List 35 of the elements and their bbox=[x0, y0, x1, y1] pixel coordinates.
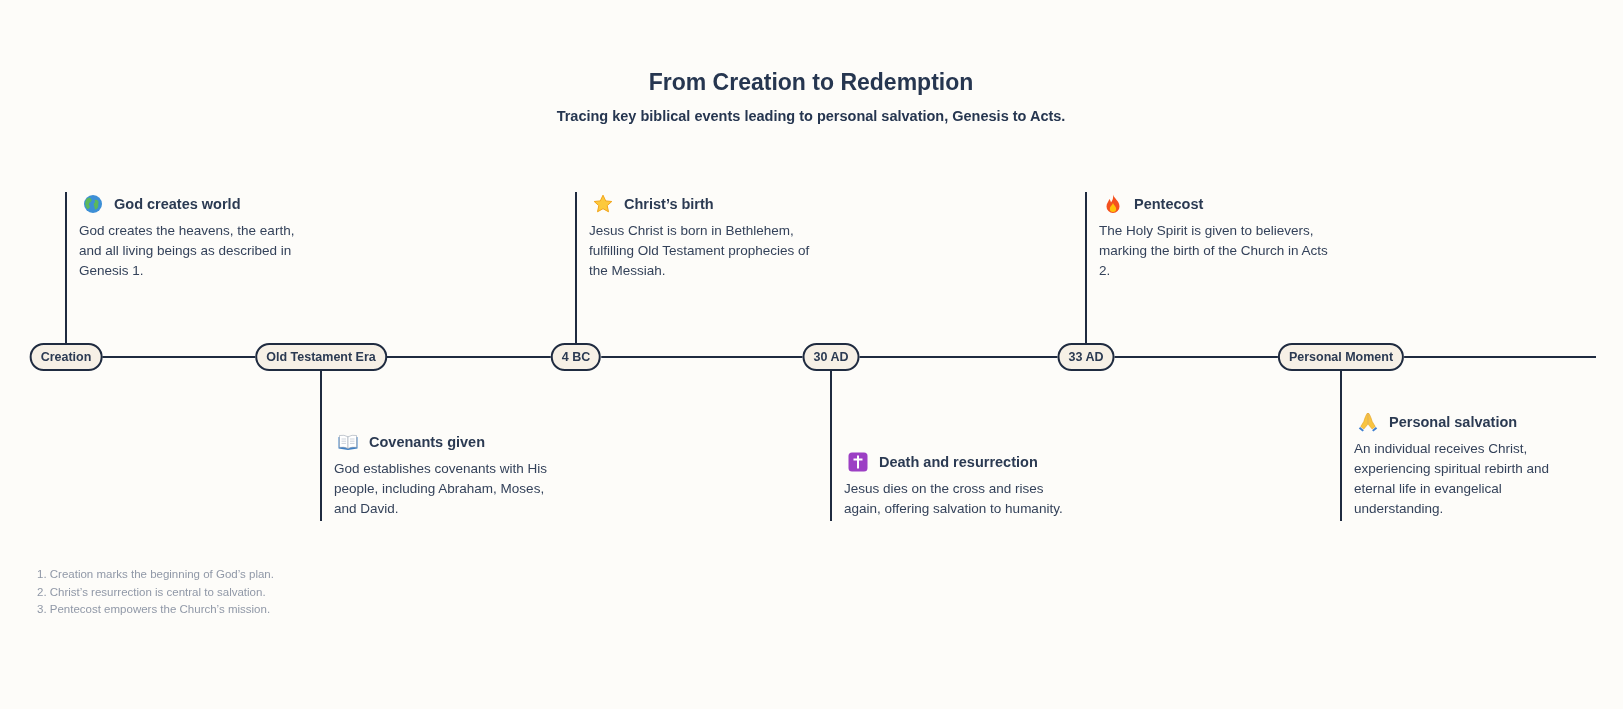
connector-line bbox=[1340, 370, 1342, 411]
event-description: The Holy Spirit is given to believers, marking the birth of the Church in Acts 2. bbox=[1099, 222, 1329, 280]
connector-line bbox=[830, 370, 832, 451]
event-description: Jesus dies on the cross and rises again, offering salvation to humanity. bbox=[844, 480, 1064, 518]
timeline-marker: 30 AD bbox=[802, 343, 860, 371]
subtitle: Tracing key biblical events leading to personal salvation, Genesis to Acts. bbox=[556, 107, 1066, 126]
timeline-line bbox=[1113, 356, 1279, 358]
timeline-marker: 4 BC bbox=[550, 343, 602, 371]
event-title: Personal salvation bbox=[1389, 413, 1518, 432]
event-description: An individual receives Christ, experiencing spiritual rebirth and eternal life in evangelical understanding. bbox=[1354, 440, 1551, 518]
event-title: Covenants given bbox=[369, 433, 486, 452]
event-description: Jesus Christ is born in Bethlehem, fulfilling Old Testament prophecies of the Messiah. bbox=[589, 222, 811, 280]
timeline-marker: Personal Moment bbox=[1277, 343, 1405, 371]
event-title: Christ’s birth bbox=[624, 195, 714, 214]
timeline-marker: 33 AD bbox=[1057, 343, 1115, 371]
event-title: God creates world bbox=[114, 195, 241, 214]
note-text: 3. Pentecost empowers the Church’s mission. bbox=[37, 602, 271, 617]
diagram-title: From Creation to Redemption bbox=[648, 68, 974, 97]
timeline-line bbox=[858, 356, 1059, 358]
event-title: Pentecost bbox=[1134, 195, 1204, 214]
event-title: Death and resurrection bbox=[879, 453, 1038, 472]
connector-line bbox=[320, 370, 322, 431]
note-text: 1. Creation marks the beginning of God’s plan. bbox=[37, 567, 274, 582]
timeline-line bbox=[1403, 356, 1597, 358]
event-description: God establishes covenants with His people, including Abraham, Moses, and David. bbox=[334, 460, 549, 518]
timeline-line bbox=[101, 356, 257, 358]
connector-line bbox=[65, 282, 67, 344]
event-description: God creates the heavens, the earth, and all living beings as described in Genesis 1. bbox=[79, 222, 296, 280]
connector-line bbox=[1085, 282, 1087, 344]
timeline-marker: Creation bbox=[29, 343, 103, 371]
timeline-line bbox=[385, 356, 552, 358]
note-text: 2. Christ’s resurrection is central to salvation. bbox=[37, 584, 266, 600]
timeline-marker: Old Testament Era bbox=[255, 343, 387, 371]
timeline-line bbox=[600, 356, 804, 358]
connector-line bbox=[575, 282, 577, 344]
